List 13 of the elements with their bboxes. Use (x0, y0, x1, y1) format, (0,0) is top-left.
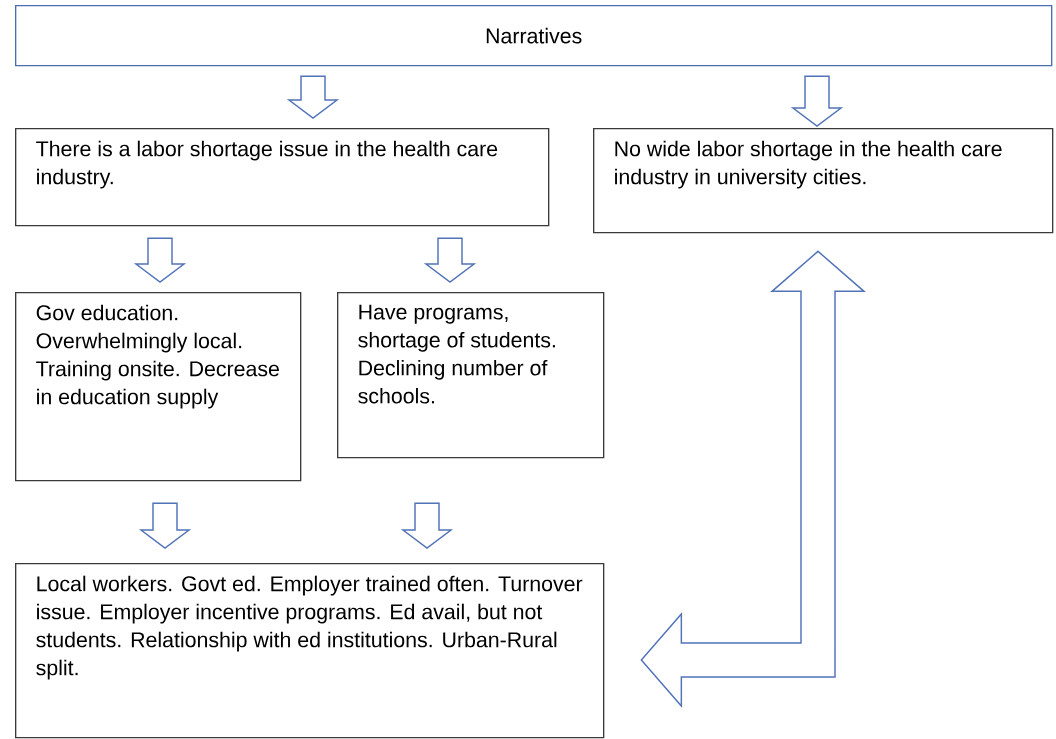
block-arrow (640, 250, 866, 708)
block-arrow (400, 502, 454, 549)
text-box: There is a labor shortage issue in the health care industry. (15, 128, 550, 227)
block-arrow (423, 237, 477, 283)
block-arrow (286, 75, 340, 119)
text-box: No wide labor shortage in the health care industry in university cities. (593, 128, 1054, 234)
block-arrow (138, 502, 192, 549)
text-box: Gov education. Overwhelmingly local. Training onsite. Decrease in education supply (15, 292, 302, 482)
text-box: Local workers. Govt ed. Employer trained often. Turnover issue. Employer incentive programs. Ed avail, but not students. Relationship with ed institutions. Urban-Rural split. (15, 563, 605, 739)
heading-box: Narratives (15, 5, 1053, 67)
block-arrow (790, 75, 844, 127)
block-arrow (133, 237, 187, 283)
text-box: Have programs, shortage of students. Declining number of schools. (337, 292, 605, 459)
